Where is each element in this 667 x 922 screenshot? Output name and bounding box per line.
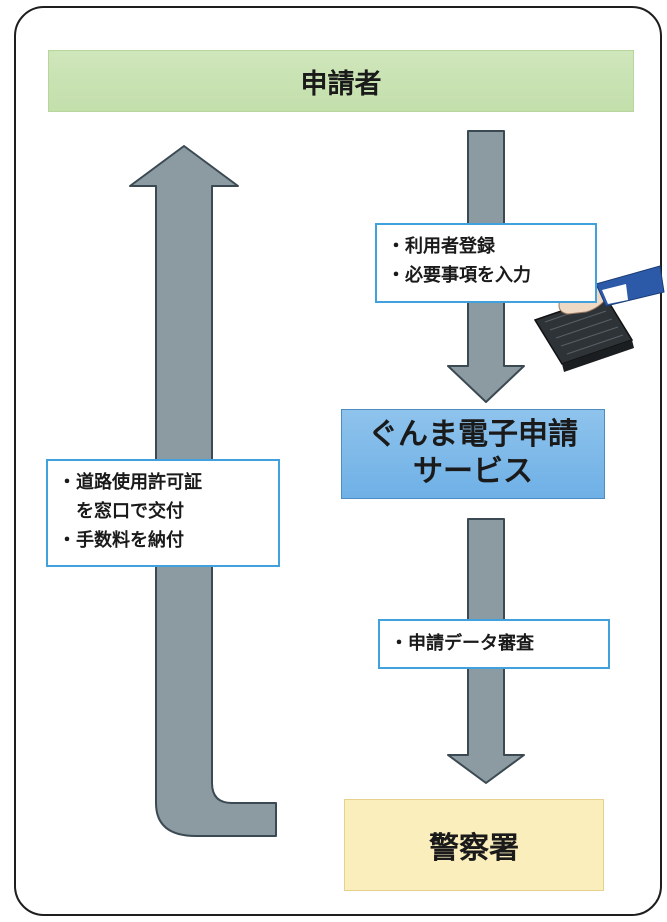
diagram-frame — [14, 6, 662, 916]
note-permit-delivery: ・道路使用許可証 を窓口で交付 ・手数料を納付 — [46, 459, 280, 567]
note-user-registration: ・利用者登録 ・必要事項を入力 — [375, 223, 597, 303]
police-label: 警察署 — [429, 831, 519, 866]
note-deliver-line1: ・道路使用許可証 — [58, 472, 202, 493]
service-label-line1: ぐんま電子申請 — [368, 417, 578, 453]
police-station-box: 警察署 — [344, 799, 604, 891]
note-data-review: ・申請データ審査 — [378, 619, 610, 669]
note-register-line1: ・利用者登録 — [387, 236, 495, 257]
service-label-line2: サービス — [413, 454, 533, 489]
applicant-label: 申請者 — [300, 68, 382, 100]
applicant-box: 申請者 — [48, 50, 634, 112]
note-deliver-line3: ・手数料を納付 — [58, 529, 184, 551]
note-register-line2: ・必要事項を入力 — [387, 264, 531, 286]
note-deliver-line2: を窓口で交付 — [58, 500, 184, 522]
keyboard-hand-icon — [533, 265, 665, 372]
note-review-line1: ・申請データ審査 — [390, 632, 534, 654]
gunma-e-application-service-box: ぐんま電子申請 サービス — [341, 409, 605, 499]
